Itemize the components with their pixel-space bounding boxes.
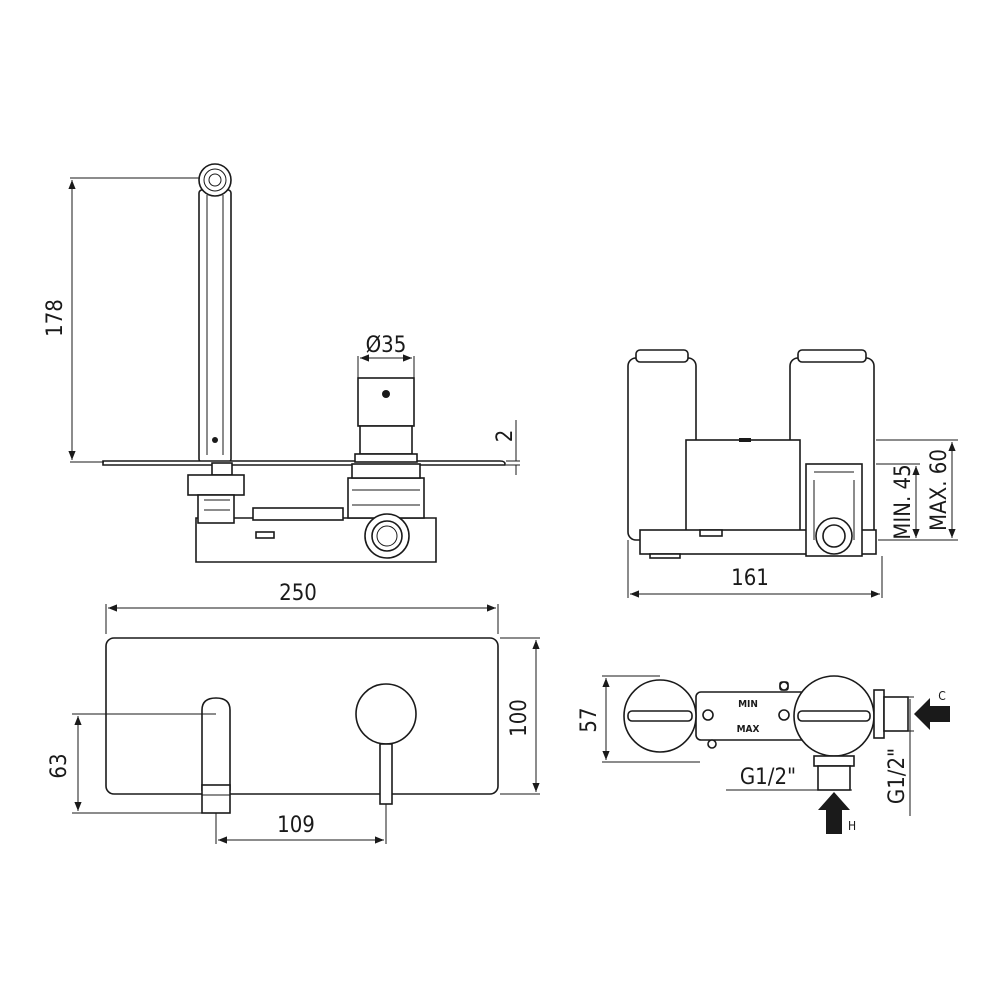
label-max: MAX xyxy=(737,724,760,735)
dim-35: Ø35 xyxy=(366,333,407,358)
spout-tube xyxy=(198,189,232,463)
cold-arrow-icon xyxy=(914,698,950,730)
front-view: 250 100 63 109 xyxy=(47,581,540,844)
wall-plate-side xyxy=(102,460,506,466)
label-min: MIN xyxy=(738,699,758,710)
wall-plate-front xyxy=(105,637,499,795)
dim-161: 161 xyxy=(731,566,769,591)
top-view: MIN MAX 57 G1/2" G1/2" C H xyxy=(577,675,950,834)
body-block xyxy=(685,439,801,536)
dim-178: 178 xyxy=(43,299,68,337)
label-cold: C xyxy=(938,689,946,703)
inlet-side-top xyxy=(883,696,909,732)
body-view: 161 MIN. 45 MAX. 60 xyxy=(627,349,958,598)
dim-g12-side: G1/2" xyxy=(885,748,910,804)
handle-collar xyxy=(359,425,413,455)
dim-109: 109 xyxy=(277,813,315,838)
inlet-bottom-top xyxy=(817,765,851,791)
dim-57: 57 xyxy=(577,707,602,732)
side-view: 178 Ø35 2 xyxy=(43,163,520,563)
spout-front xyxy=(201,697,231,791)
aerator-front xyxy=(201,784,231,814)
label-hot: H xyxy=(848,819,856,833)
spout-fitting xyxy=(187,474,245,496)
handle-front xyxy=(355,683,417,745)
lever-front xyxy=(379,743,393,805)
handle-top xyxy=(357,377,415,427)
dim-min45: MIN. 45 xyxy=(891,464,916,539)
dim-63: 63 xyxy=(47,753,72,778)
dim-2: 2 xyxy=(493,430,518,443)
dim-100: 100 xyxy=(507,699,532,737)
hot-arrow-icon xyxy=(818,792,850,834)
dim-max60: MAX. 60 xyxy=(927,449,952,531)
dim-250: 250 xyxy=(279,581,317,606)
dim-g12-bottom: G1/2" xyxy=(740,765,796,790)
